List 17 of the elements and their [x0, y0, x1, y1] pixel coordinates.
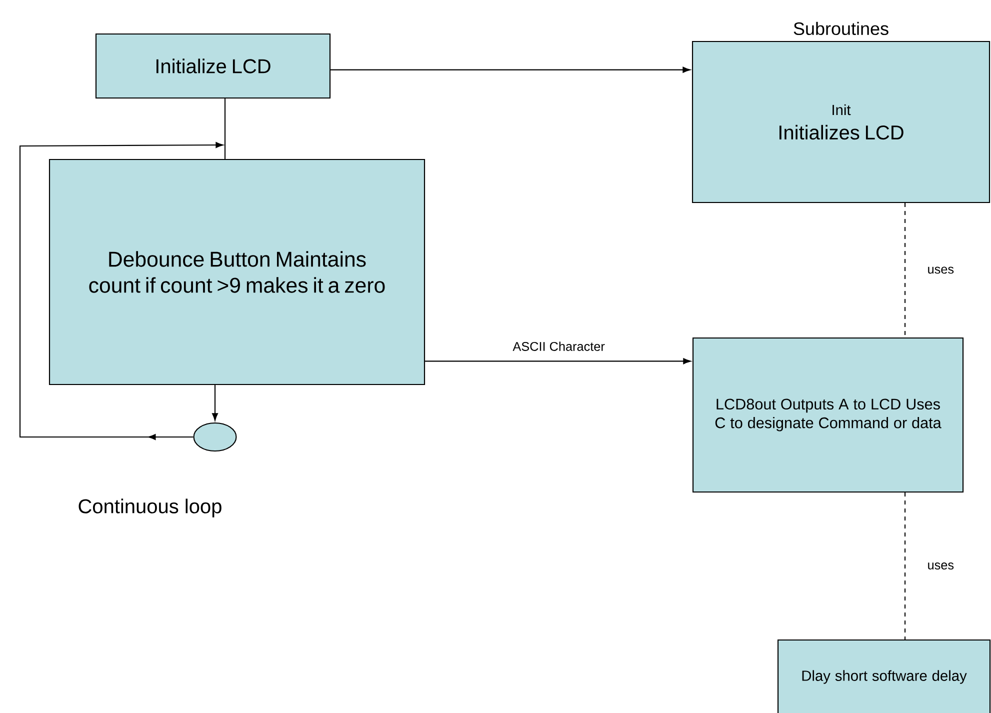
- dashed-line: [904, 203, 906, 338]
- process-box: Debounce Button Maintains count if count >9 makes it a zero: [48, 158, 426, 386]
- junction-ellipse: [193, 422, 237, 452]
- process-box: Dlay short software delay: [777, 639, 991, 713]
- arrow: [212, 385, 218, 421]
- arrow: [330, 66, 690, 73]
- process-box: Initialize LCD: [95, 33, 331, 99]
- dashed-line: [904, 492, 906, 640]
- caption-text: Continuous loop: [78, 498, 222, 518]
- process-box: Init Initializes LCD: [692, 40, 990, 204]
- edge-label: uses: [925, 560, 956, 572]
- arrow: [19, 142, 224, 440]
- edge-label: ASCII Character: [510, 340, 607, 353]
- edge-label: uses: [925, 264, 956, 276]
- process-box: LCD8out Outputs A to LCD Uses C to designate Command or data: [692, 337, 964, 493]
- arrow: [425, 358, 691, 364]
- heading: Subroutines: [794, 22, 888, 36]
